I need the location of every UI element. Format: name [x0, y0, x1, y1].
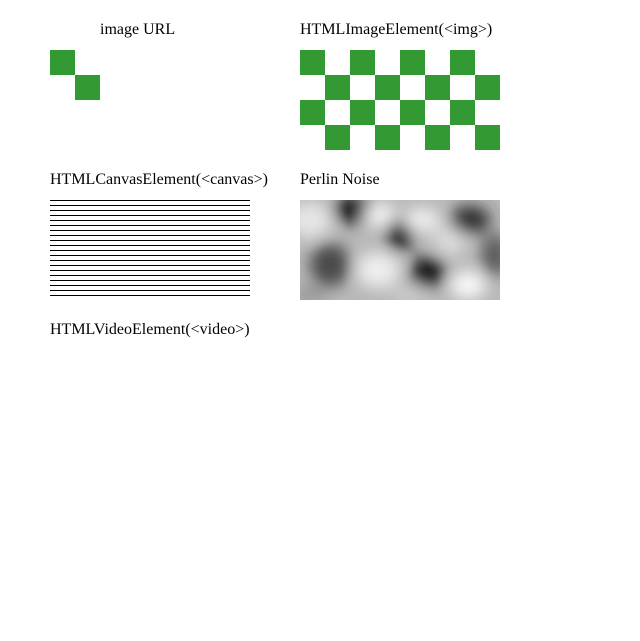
checker-cell	[425, 75, 450, 100]
checker-cell	[300, 50, 325, 75]
canvas-line	[50, 290, 250, 291]
image-url-pattern	[50, 50, 100, 100]
canvas-line	[50, 210, 250, 211]
checker-cell	[475, 75, 500, 100]
canvas-line	[50, 285, 250, 286]
canvas-line	[50, 295, 250, 296]
canvas-line	[50, 255, 250, 256]
checker-cell	[350, 50, 375, 75]
checker-cell	[400, 125, 425, 150]
canvas-line	[50, 225, 250, 226]
perlin-noise-label: Perlin Noise	[300, 171, 380, 188]
checker-cell	[475, 100, 500, 125]
image-url-square-1	[50, 50, 75, 75]
canvas-line	[50, 240, 250, 241]
html-canvas-element-lines	[50, 200, 250, 300]
canvas-line	[50, 275, 250, 276]
html-video-element-label: HTMLVideoElement(<video>)	[50, 321, 250, 338]
checker-cell	[400, 75, 425, 100]
checker-cell	[325, 50, 350, 75]
checker-cell	[375, 75, 400, 100]
checker-cell	[300, 125, 325, 150]
checker-cell	[325, 100, 350, 125]
html-canvas-element-label: HTMLCanvasElement(<canvas>)	[50, 171, 268, 188]
perlin-noise-image	[300, 200, 500, 300]
checker-cell	[325, 75, 350, 100]
html-image-element-checkerboard	[300, 50, 500, 150]
canvas-line	[50, 235, 250, 236]
checker-cell	[450, 125, 475, 150]
canvas-line	[50, 280, 250, 281]
html-image-element-label: HTMLImageElement(<img>)	[300, 21, 493, 38]
checker-cell	[425, 50, 450, 75]
canvas-line	[50, 265, 250, 266]
checker-cell	[375, 125, 400, 150]
checker-cell	[400, 100, 425, 125]
checker-cell	[400, 50, 425, 75]
checker-cell	[475, 50, 500, 75]
canvas-line	[50, 250, 250, 251]
checker-cell	[300, 75, 325, 100]
checker-cell	[425, 125, 450, 150]
canvas-line	[50, 220, 250, 221]
canvas-line	[50, 200, 250, 201]
checker-cell	[375, 100, 400, 125]
checker-cell	[425, 100, 450, 125]
checker-cell	[375, 50, 400, 75]
checker-cell	[450, 100, 475, 125]
canvas-line	[50, 230, 250, 231]
checker-cell	[350, 125, 375, 150]
canvas-line	[50, 270, 250, 271]
checker-cell	[350, 100, 375, 125]
image-url-label: image URL	[100, 21, 176, 38]
canvas-line	[50, 245, 250, 246]
image-url-square-2	[75, 75, 100, 100]
checker-cell	[350, 75, 375, 100]
checker-cell	[325, 125, 350, 150]
checker-cell	[475, 125, 500, 150]
canvas-line	[50, 215, 250, 216]
canvas-line	[50, 205, 250, 206]
canvas-line	[50, 260, 250, 261]
checker-cell	[450, 75, 475, 100]
checker-cell	[300, 100, 325, 125]
checker-cell	[450, 50, 475, 75]
perlin-noise-svg	[300, 200, 500, 300]
